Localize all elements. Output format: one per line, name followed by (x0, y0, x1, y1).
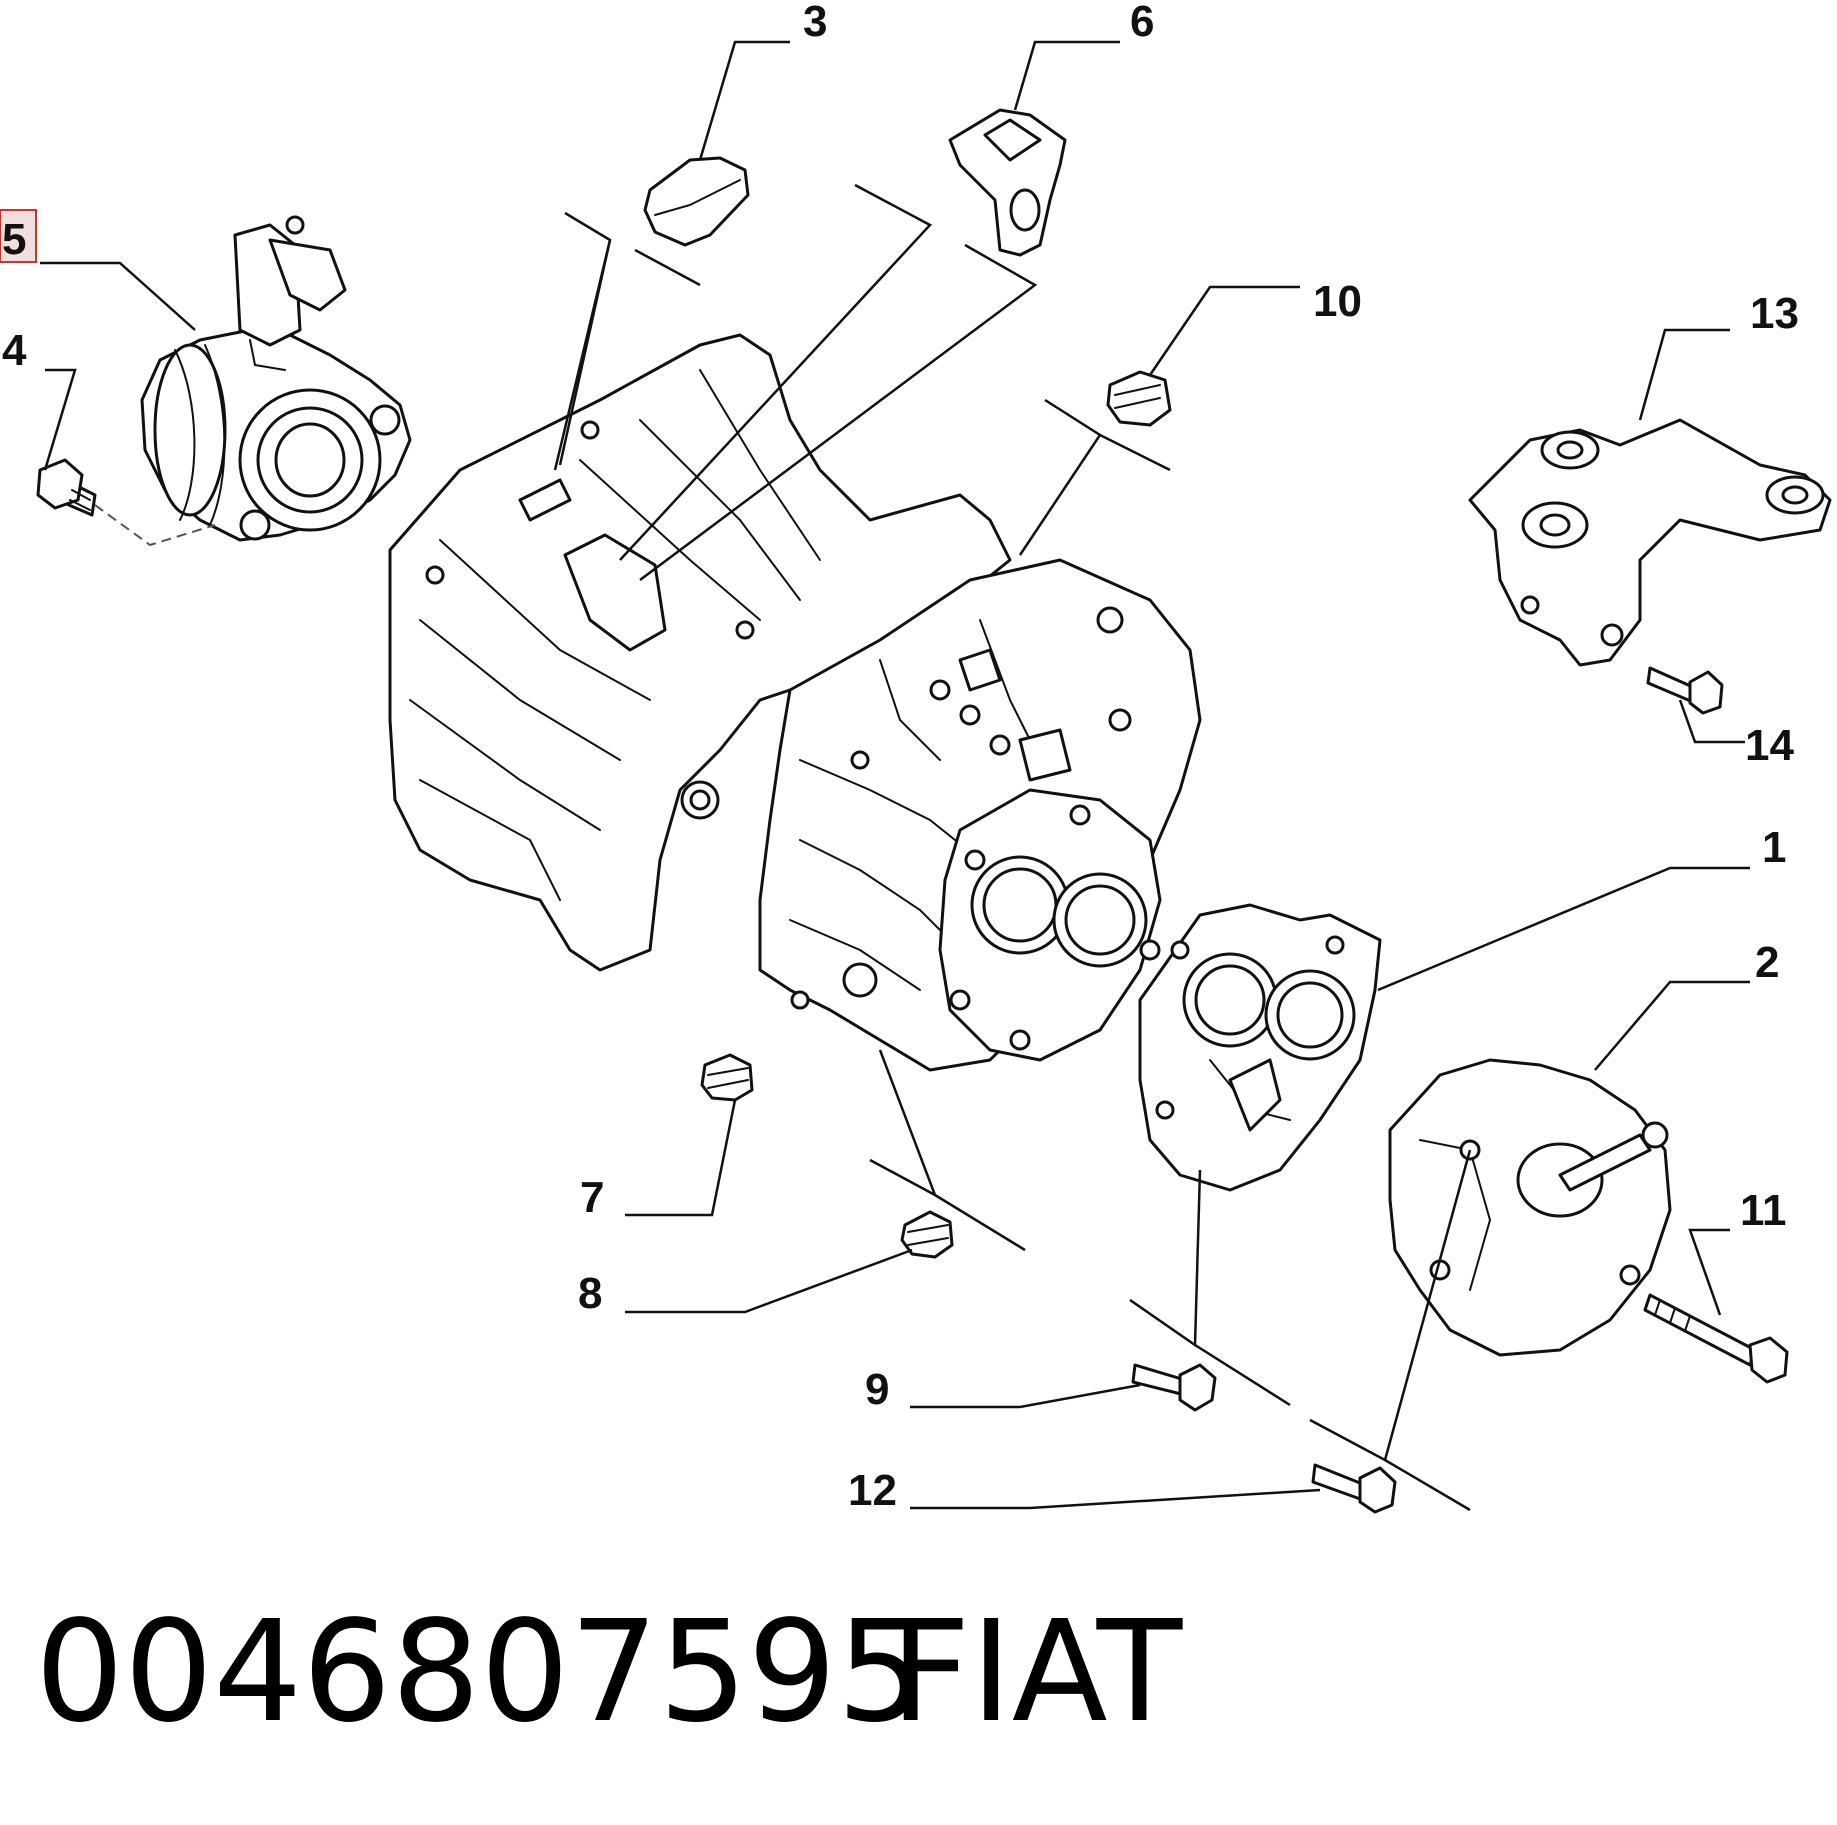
callout-7: 7 (580, 1173, 604, 1222)
callout-3: 3 (803, 0, 827, 46)
callout-1: 1 (1762, 823, 1786, 872)
mount-bracket-item-13 (1468, 418, 1832, 667)
bolt-item-12 (1311, 1463, 1397, 1514)
cap-item-3 (643, 156, 750, 247)
callout-9: 9 (865, 1365, 889, 1414)
plug-item-8 (900, 1210, 954, 1259)
callout-14: 14 (1745, 721, 1794, 770)
gearbox-housing (388, 333, 1202, 1072)
bolt-item-9 (1131, 1363, 1217, 1412)
highlight-box-item-5 (0, 209, 37, 263)
end-cover (1388, 1058, 1672, 1357)
bolt-item-14 (1646, 666, 1724, 715)
callout-2: 2 (1755, 938, 1779, 987)
rear-cover-plate (1138, 903, 1382, 1192)
callout-4: 4 (2, 326, 27, 375)
callout-numbers: 5 4 3 6 10 13 14 1 2 11 7 8 9 12 (0, 0, 1799, 1515)
brand-name: FIAT (890, 1591, 1183, 1754)
plug-item-10 (1106, 370, 1172, 427)
callout-11: 11 (1740, 1186, 1787, 1235)
plug-item-7 (700, 1053, 754, 1102)
clutch-release-bearing (140, 215, 412, 542)
callout-10: 10 (1313, 277, 1362, 326)
callout-8: 8 (578, 1269, 602, 1318)
part-number: 0046807595 (35, 1591, 926, 1754)
callout-5: 5 (2, 215, 26, 264)
callout-12: 12 (848, 1466, 897, 1515)
callout-6: 6 (1130, 0, 1154, 46)
part-caption: 0046807595 FIAT (35, 1591, 1183, 1754)
bolt-item-11 (1643, 1293, 1789, 1384)
bracket-item-6 (948, 108, 1067, 257)
leader-lines (40, 40, 1750, 1512)
callout-13: 13 (1750, 289, 1799, 338)
bolt-item-4 (36, 458, 97, 517)
